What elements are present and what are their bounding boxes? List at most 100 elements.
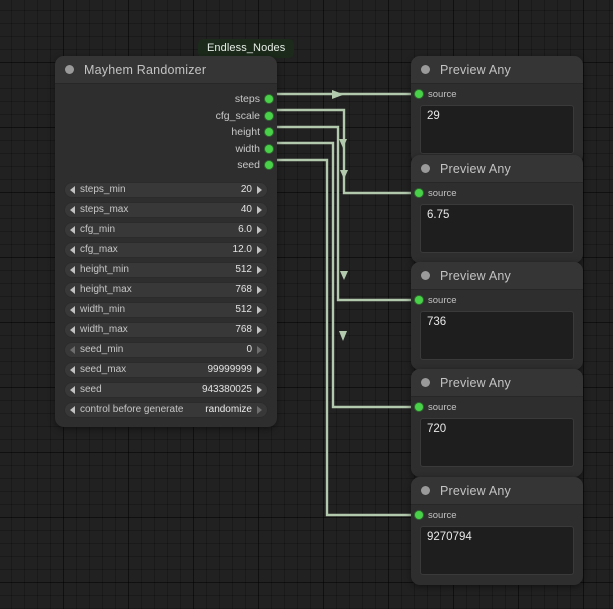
preview-value-box[interactable]: 720 xyxy=(420,418,574,467)
output-slot-steps[interactable]: steps xyxy=(55,91,277,108)
output-slot-label: height xyxy=(231,126,260,139)
input-slot-source[interactable]: source xyxy=(411,505,583,525)
collapse-dot-icon[interactable] xyxy=(421,65,430,74)
increment-arrow-icon[interactable] xyxy=(257,305,262,314)
next-option-arrow-icon[interactable] xyxy=(257,405,262,414)
input-port-dot-icon[interactable] xyxy=(415,90,423,98)
widget-value[interactable]: 512 xyxy=(235,304,252,315)
collapse-dot-icon[interactable] xyxy=(421,271,430,280)
decrement-arrow-icon[interactable] xyxy=(70,245,75,254)
widget-height-max[interactable]: height_max 768 xyxy=(64,281,268,298)
decrement-arrow-icon[interactable] xyxy=(70,325,75,334)
widget-value[interactable]: randomize xyxy=(205,404,252,415)
widget-value[interactable]: 768 xyxy=(235,284,252,295)
increment-arrow-icon[interactable] xyxy=(257,385,262,394)
increment-arrow-icon[interactable] xyxy=(257,225,262,234)
widget-value[interactable]: 12.0 xyxy=(232,244,252,255)
widget-label: width_max xyxy=(80,324,128,335)
collapse-dot-icon[interactable] xyxy=(65,65,74,74)
output-port-dot-icon[interactable] xyxy=(265,144,273,153)
group-title-badge[interactable]: Endless_Nodes xyxy=(198,39,295,58)
decrement-arrow-icon[interactable] xyxy=(70,185,75,194)
output-slot-width[interactable]: width xyxy=(55,141,277,158)
widget-cfg-max[interactable]: cfg_max 12.0 xyxy=(64,241,268,258)
node-preview-any-3[interactable]: Preview Any source 736 xyxy=(411,262,583,370)
link-direction-arrows xyxy=(332,90,348,341)
widget-value[interactable]: 943380025 xyxy=(201,384,252,395)
widget-label: cfg_min xyxy=(80,224,116,235)
widget-seed[interactable]: seed 943380025 xyxy=(64,381,268,398)
widget-seed-min[interactable]: seed_min 0 xyxy=(64,341,268,358)
widget-value[interactable]: 99999999 xyxy=(207,364,253,375)
preview-value-box[interactable]: 6.75 xyxy=(420,204,574,253)
increment-arrow-icon[interactable] xyxy=(257,265,262,274)
input-slot-source[interactable]: source xyxy=(411,290,583,310)
node-title-bar[interactable]: Preview Any xyxy=(411,262,583,290)
output-slot-label: width xyxy=(235,142,260,155)
widget-value[interactable]: 40 xyxy=(240,204,252,215)
widget-value[interactable]: 20 xyxy=(240,184,252,195)
node-title-bar[interactable]: Preview Any xyxy=(411,155,583,183)
node-preview-any-2[interactable]: Preview Any source 6.75 xyxy=(411,155,583,263)
widget-value[interactable]: 6.0 xyxy=(238,224,252,235)
increment-arrow-icon[interactable] xyxy=(257,245,262,254)
preview-value-box[interactable]: 736 xyxy=(420,311,574,360)
decrement-arrow-icon[interactable] xyxy=(70,305,75,314)
decrement-arrow-icon[interactable] xyxy=(70,345,75,354)
collapse-dot-icon[interactable] xyxy=(421,486,430,495)
preview-value-box[interactable]: 9270794 xyxy=(420,526,574,575)
widget-width-max[interactable]: width_max 768 xyxy=(64,321,268,338)
node-title-bar[interactable]: Preview Any xyxy=(411,369,583,397)
widget-cfg-min[interactable]: cfg_min 6.0 xyxy=(64,221,268,238)
input-port-dot-icon[interactable] xyxy=(415,189,423,197)
node-preview-any-4[interactable]: Preview Any source 720 xyxy=(411,369,583,477)
widget-value[interactable]: 512 xyxy=(235,264,252,275)
widget-steps-max[interactable]: steps_max 40 xyxy=(64,201,268,218)
input-slot-source[interactable]: source xyxy=(411,183,583,203)
widget-control-before-generate[interactable]: control before generate randomize xyxy=(64,401,268,418)
collapse-dot-icon[interactable] xyxy=(421,164,430,173)
increment-arrow-icon[interactable] xyxy=(257,345,262,354)
decrement-arrow-icon[interactable] xyxy=(70,285,75,294)
output-port-dot-icon[interactable] xyxy=(265,95,273,103)
output-port-dot-icon[interactable] xyxy=(265,128,273,136)
input-port-dot-icon[interactable] xyxy=(415,296,423,304)
input-port-dot-icon[interactable] xyxy=(415,403,423,411)
node-preview-any-1[interactable]: Preview Any source 29 xyxy=(411,56,583,164)
decrement-arrow-icon[interactable] xyxy=(70,225,75,234)
node-title-bar[interactable]: Mayhem Randomizer xyxy=(55,56,277,84)
increment-arrow-icon[interactable] xyxy=(257,325,262,334)
increment-arrow-icon[interactable] xyxy=(257,285,262,294)
increment-arrow-icon[interactable] xyxy=(257,365,262,374)
widget-value[interactable]: 768 xyxy=(235,324,252,335)
node-title-bar[interactable]: Preview Any xyxy=(411,477,583,505)
decrement-arrow-icon[interactable] xyxy=(70,205,75,214)
decrement-arrow-icon[interactable] xyxy=(70,365,75,374)
input-slot-source[interactable]: source xyxy=(411,84,583,104)
preview-value-box[interactable]: 29 xyxy=(420,105,574,154)
increment-arrow-icon[interactable] xyxy=(257,185,262,194)
input-slot-label: source xyxy=(428,88,457,100)
node-title-bar[interactable]: Preview Any xyxy=(411,56,583,84)
widget-width-min[interactable]: width_min 512 xyxy=(64,301,268,318)
decrement-arrow-icon[interactable] xyxy=(70,385,75,394)
input-slot-source[interactable]: source xyxy=(411,397,583,417)
widget-value[interactable]: 0 xyxy=(246,344,252,355)
node-preview-any-5[interactable]: Preview Any source 9270794 xyxy=(411,477,583,585)
output-port-dot-icon[interactable] xyxy=(265,161,273,169)
node-mayhem-randomizer[interactable]: Mayhem Randomizer steps cfg_scale height… xyxy=(55,56,277,427)
widget-seed-max[interactable]: seed_max 99999999 xyxy=(64,361,268,378)
input-port-dot-icon[interactable] xyxy=(415,511,423,519)
widget-list: steps_min 20 steps_max 40 cfg_min 6.0 cf… xyxy=(55,174,277,427)
output-slot-height[interactable]: height xyxy=(55,124,277,141)
decrement-arrow-icon[interactable] xyxy=(70,265,75,274)
output-slot-cfg-scale[interactable]: cfg_scale xyxy=(55,108,277,125)
widget-steps-min[interactable]: steps_min 20 xyxy=(64,181,268,198)
increment-arrow-icon[interactable] xyxy=(257,205,262,214)
previous-option-arrow-icon[interactable] xyxy=(70,405,75,414)
output-port-dot-icon[interactable] xyxy=(265,111,273,120)
collapse-dot-icon[interactable] xyxy=(421,378,430,387)
output-slot-seed[interactable]: seed xyxy=(55,157,277,174)
widget-height-min[interactable]: height_min 512 xyxy=(64,261,268,278)
